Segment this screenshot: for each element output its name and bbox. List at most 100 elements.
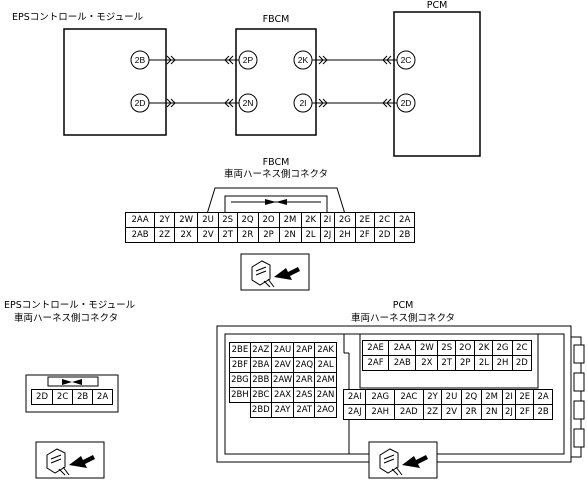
fbcm-pin-cell: 2AB	[124, 227, 156, 243]
pcm-pin-cell: 2Z	[422, 404, 443, 420]
pcm-pin-cell: 2AC	[393, 389, 424, 405]
eps-pin-cell: 2A	[92, 389, 113, 405]
fbcm-right-pin-label: 2K	[298, 55, 309, 65]
pcm-pin-cell: 2H	[492, 355, 513, 371]
eps-connector-subtitle: 車両ハーネス側コネクタ	[14, 313, 119, 324]
pcm-pin-cell: 2BD	[249, 402, 272, 418]
fbcm-pin-cell: 2U	[197, 212, 219, 228]
pcm-pin-cell: 2T	[437, 355, 456, 371]
pcm-pin-cell: 2K	[474, 340, 494, 356]
fbcm-pin-cell: 2F	[354, 227, 375, 243]
pcm-pin-cell: 2AE	[361, 340, 390, 356]
eps-pin-cell: 2D	[30, 389, 54, 405]
pcm-pin-cell: 2M	[480, 389, 503, 405]
pcm-pin-cell: 2B	[533, 404, 553, 420]
pcm-pin-cell: 2Y	[422, 389, 443, 405]
wiring-schematic: 2B 2D 2P 2N 2K 2I 2C 2D	[63, 11, 481, 157]
fbcm-connector-subtitle: 車両ハーネス側コネクタ	[223, 169, 329, 180]
pcm-pin-cell: 2P	[454, 355, 476, 371]
pcm-pin-cell: 2BH	[229, 387, 251, 403]
fbcm-pin-cell: 2X	[173, 227, 199, 243]
pcm-pin-cell: 2AG	[365, 389, 395, 405]
pcm-pin-cell: 2AY	[270, 402, 295, 418]
connector-symbol-fbcm-left	[224, 55, 234, 108]
pcm-pin-cell: 2I	[501, 389, 517, 405]
pcm-pin-cell: 2BA	[249, 357, 272, 373]
pcm-pin-cell: 2BG	[229, 372, 251, 388]
pcm-module-box	[393, 11, 481, 157]
pcm-pin-cell: 2U	[441, 389, 462, 405]
pcm-pin-cell: 2AM	[314, 372, 337, 388]
pcm-pin-cell: 2AV	[270, 357, 295, 373]
pcm-pin-cell: 2AO	[314, 402, 337, 418]
pcm-pin-cell: 2AZ	[249, 342, 272, 358]
pin-circles	[130, 50, 416, 113]
pcm-pin-cell: 2G	[492, 340, 513, 356]
eps-pin-cell: 2C	[52, 389, 74, 405]
eps-pin-label: 2D	[135, 98, 146, 108]
pcm-pin-cell: 2BE	[229, 342, 251, 358]
pcm-pin-cell: 2BF	[229, 357, 251, 373]
fbcm-pin-cell: 2S	[217, 212, 238, 228]
eps-connector-title: EPSコントロール・モジュール	[4, 300, 136, 311]
pcm-pin-cell: 2AS	[293, 387, 316, 403]
fbcm-pin-cell: 2G	[333, 212, 356, 228]
fbcm-left-pin-label: 2N	[243, 98, 254, 108]
fbcm-pin-cell: 2O	[257, 212, 280, 228]
fbcm-pin-cell: 2Z	[154, 227, 175, 243]
pcm-pin-cell: 2AB	[388, 355, 417, 371]
pcm-pin-cell: 2R	[460, 404, 482, 420]
connector-symbol-eps-side	[166, 55, 176, 108]
eps-pin-label: 2B	[135, 55, 146, 65]
pcm-pin-cell: 2L	[474, 355, 494, 371]
pcm-pin-cell: 2Q	[460, 389, 482, 405]
pcm-pin-cell: 2BB	[249, 372, 272, 388]
fbcm-pin-cell: 2E	[354, 212, 375, 228]
connector-symbol-pcm-side	[382, 55, 392, 108]
fbcm-pin-cell: 2W	[173, 212, 199, 228]
pcm-pin-cell: 2AR	[293, 372, 316, 388]
pcm-pin-cell: 2AW	[270, 372, 295, 388]
fbcm-left-pin-label: 2P	[243, 55, 254, 65]
pcm-pin-cell: 2S	[437, 340, 456, 356]
fbcm-pin-cell: 2C	[373, 212, 396, 228]
fbcm-pin-cell: 2M	[278, 212, 302, 228]
pcm-pin-cell: 2A	[533, 389, 553, 405]
fbcm-pin-cell: 2AA	[124, 212, 156, 228]
pcm-pin-cell: 2AQ	[293, 357, 316, 373]
pcm-pin-cell: 2D	[511, 355, 533, 371]
pcm-pin-cell: 2X	[415, 355, 439, 371]
fbcm-terminal-probe-icon	[240, 253, 310, 291]
pcm-pin-cell: 2V	[441, 404, 462, 420]
pcm-pin-cell: 2AN	[314, 387, 337, 403]
pcm-pin-cell: 2AP	[293, 342, 316, 358]
pcm-module-title: PCM	[426, 0, 448, 11]
eps-module-title: EPSコントロール・モジュール	[12, 12, 144, 23]
pcm-pin-cell: 2AD	[393, 404, 424, 420]
pcm-pin-cell: 2AT	[293, 402, 316, 418]
fbcm-pin-cell: 2L	[300, 227, 321, 243]
pcm-pin-cell: 2AJ	[342, 404, 367, 420]
fbcm-pin-cell: 2K	[300, 212, 321, 228]
pcm-connector-subtitle: 車両ハーネス側コネクタ	[350, 313, 456, 324]
pcm-pin-cell: 2AH	[365, 404, 395, 420]
fbcm-pin-cell: 2P	[257, 227, 280, 243]
fbcm-pin-cell: 2N	[278, 227, 302, 243]
pcm-pin-cell: 2AI	[342, 389, 367, 405]
pcm-pin-cell: 2AU	[270, 342, 295, 358]
fbcm-pin-cell: 2A	[394, 212, 415, 228]
pcm-pin-cell: 2AF	[361, 355, 390, 371]
pcm-pin-cell: 2O	[454, 340, 476, 356]
